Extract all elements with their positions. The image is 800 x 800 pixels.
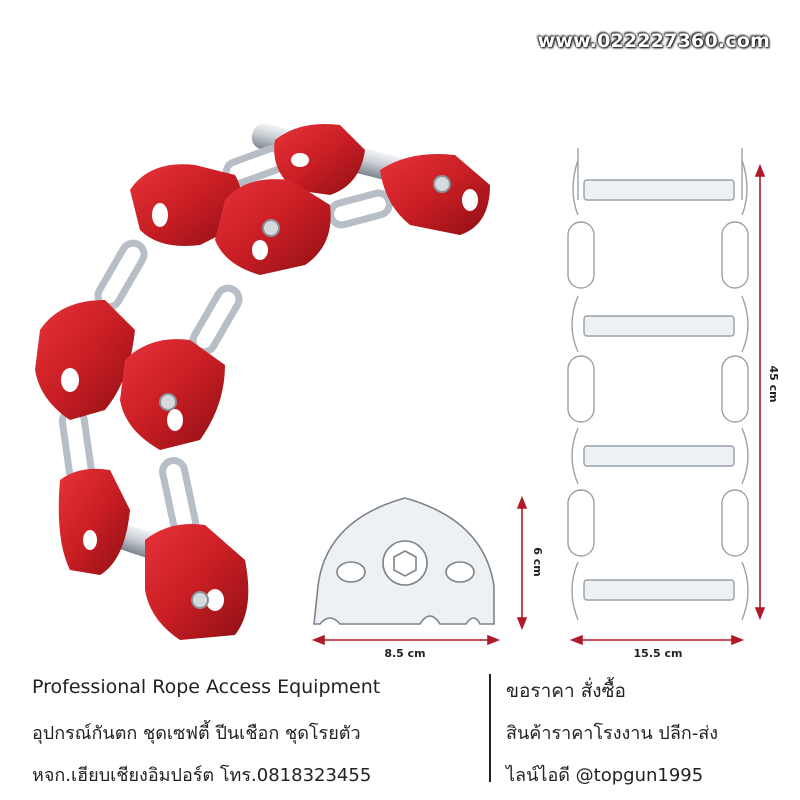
red-ladder-plates [35, 124, 490, 640]
footer-left-line-2: อุปกรณ์กันตก ชุดเซฟตี้ ปีนเชือก ชุดโรยตั… [32, 723, 361, 744]
height-dimension-label: 45 cm [767, 365, 780, 402]
footer-left-line-1: Professional Rope Access Equipment [32, 676, 381, 698]
diagram-rung-3 [583, 445, 735, 467]
plate-width-label: 8.5 cm [384, 647, 425, 660]
width-dimension-label: 15.5 cm [634, 647, 683, 660]
footer-right-line-1: ขอราคา สั่งซื้อ [506, 680, 626, 702]
diagram-rung-2 [583, 315, 735, 337]
footer: Professional Rope Access Equipment อุปกร… [0, 662, 800, 800]
website-watermark: www.022227360.com [537, 30, 770, 52]
diagram-rung-1 [583, 179, 735, 201]
footer-right-line-2: สินค้าราคาโรงงาน ปลีก-ส่ง [506, 723, 719, 744]
plate-holes [61, 153, 478, 611]
plate-bolts [159, 175, 451, 609]
hex-bolt-icon [393, 550, 417, 577]
plate-height-label: 6 cm [531, 547, 544, 576]
diagram-rung-4 [583, 579, 735, 601]
footer-right-line-3: ไลน์ไอดี @topgun1995 [506, 765, 704, 786]
footer-left-line-3: หจก.เฮียบเชียงอิมปอร์ต โทร.0818323455 [32, 765, 372, 786]
footer-divider [489, 674, 491, 782]
